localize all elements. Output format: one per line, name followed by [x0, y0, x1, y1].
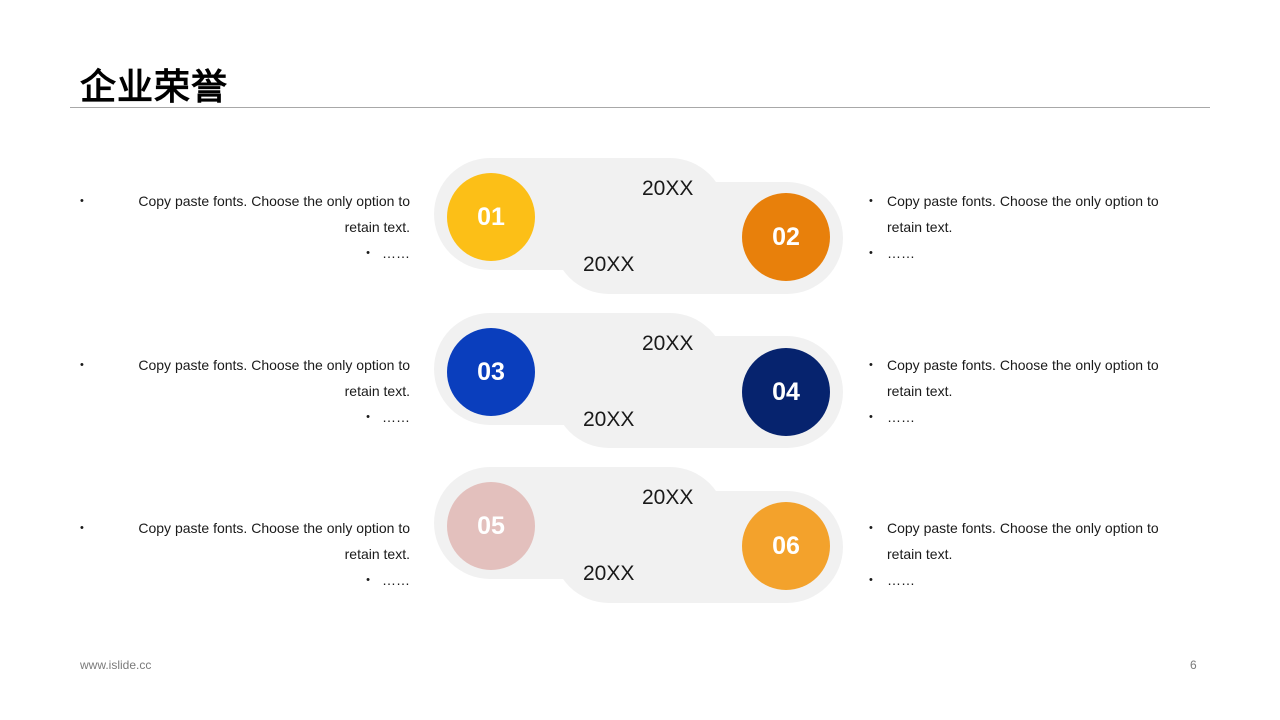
number-badge-05: 05: [447, 482, 535, 570]
description-05: Copy paste fonts. Choose the only option…: [80, 515, 410, 593]
year-label-02: 20XX: [583, 253, 635, 276]
year-label-06: 20XX: [583, 562, 635, 585]
description-04: Copy paste fonts. Choose the only option…: [869, 352, 1199, 430]
description-06-line-1: Copy paste fonts. Choose the only option…: [869, 515, 1199, 541]
description-01-line-2: retain text.: [344, 219, 410, 235]
description-05-line-1: Copy paste fonts. Choose the only option…: [80, 515, 410, 541]
title-divider: [70, 107, 1210, 108]
description-01-line-1: Copy paste fonts. Choose the only option…: [80, 188, 410, 214]
year-label-03: 20XX: [642, 332, 694, 355]
number-badge-02: 02: [742, 193, 830, 281]
description-04-line-2: retain text.: [887, 383, 953, 399]
number-badge-01: 01: [447, 173, 535, 261]
description-06-line-2: retain text.: [887, 546, 953, 562]
description-01: Copy paste fonts. Choose the only option…: [80, 188, 410, 266]
footer-url: www.islide.cc: [80, 658, 152, 672]
number-badge-06: 06: [742, 502, 830, 590]
description-01-line-3: ……: [80, 240, 410, 266]
page-title: 企业荣誉: [80, 67, 229, 108]
description-05-line-2: retain text.: [344, 546, 410, 562]
description-03-line-2: retain text.: [344, 383, 410, 399]
description-06: Copy paste fonts. Choose the only option…: [869, 515, 1199, 593]
number-badge-03: 03: [447, 328, 535, 416]
year-label-05: 20XX: [642, 486, 694, 509]
number-badge-04: 04: [742, 348, 830, 436]
description-02-line-2: retain text.: [887, 219, 953, 235]
description-02-line-1: Copy paste fonts. Choose the only option…: [869, 188, 1199, 214]
description-05-line-3: ……: [80, 567, 410, 593]
description-03-line-3: ……: [80, 404, 410, 430]
page-number: 6: [1190, 658, 1197, 672]
description-03: Copy paste fonts. Choose the only option…: [80, 352, 410, 430]
description-04-line-3: ……: [869, 404, 1199, 430]
year-label-01: 20XX: [642, 177, 694, 200]
description-02: Copy paste fonts. Choose the only option…: [869, 188, 1199, 266]
description-06-line-3: ……: [869, 567, 1199, 593]
description-04-line-1: Copy paste fonts. Choose the only option…: [869, 352, 1199, 378]
year-label-04: 20XX: [583, 408, 635, 431]
description-02-line-3: ……: [869, 240, 1199, 266]
description-03-line-1: Copy paste fonts. Choose the only option…: [80, 352, 410, 378]
